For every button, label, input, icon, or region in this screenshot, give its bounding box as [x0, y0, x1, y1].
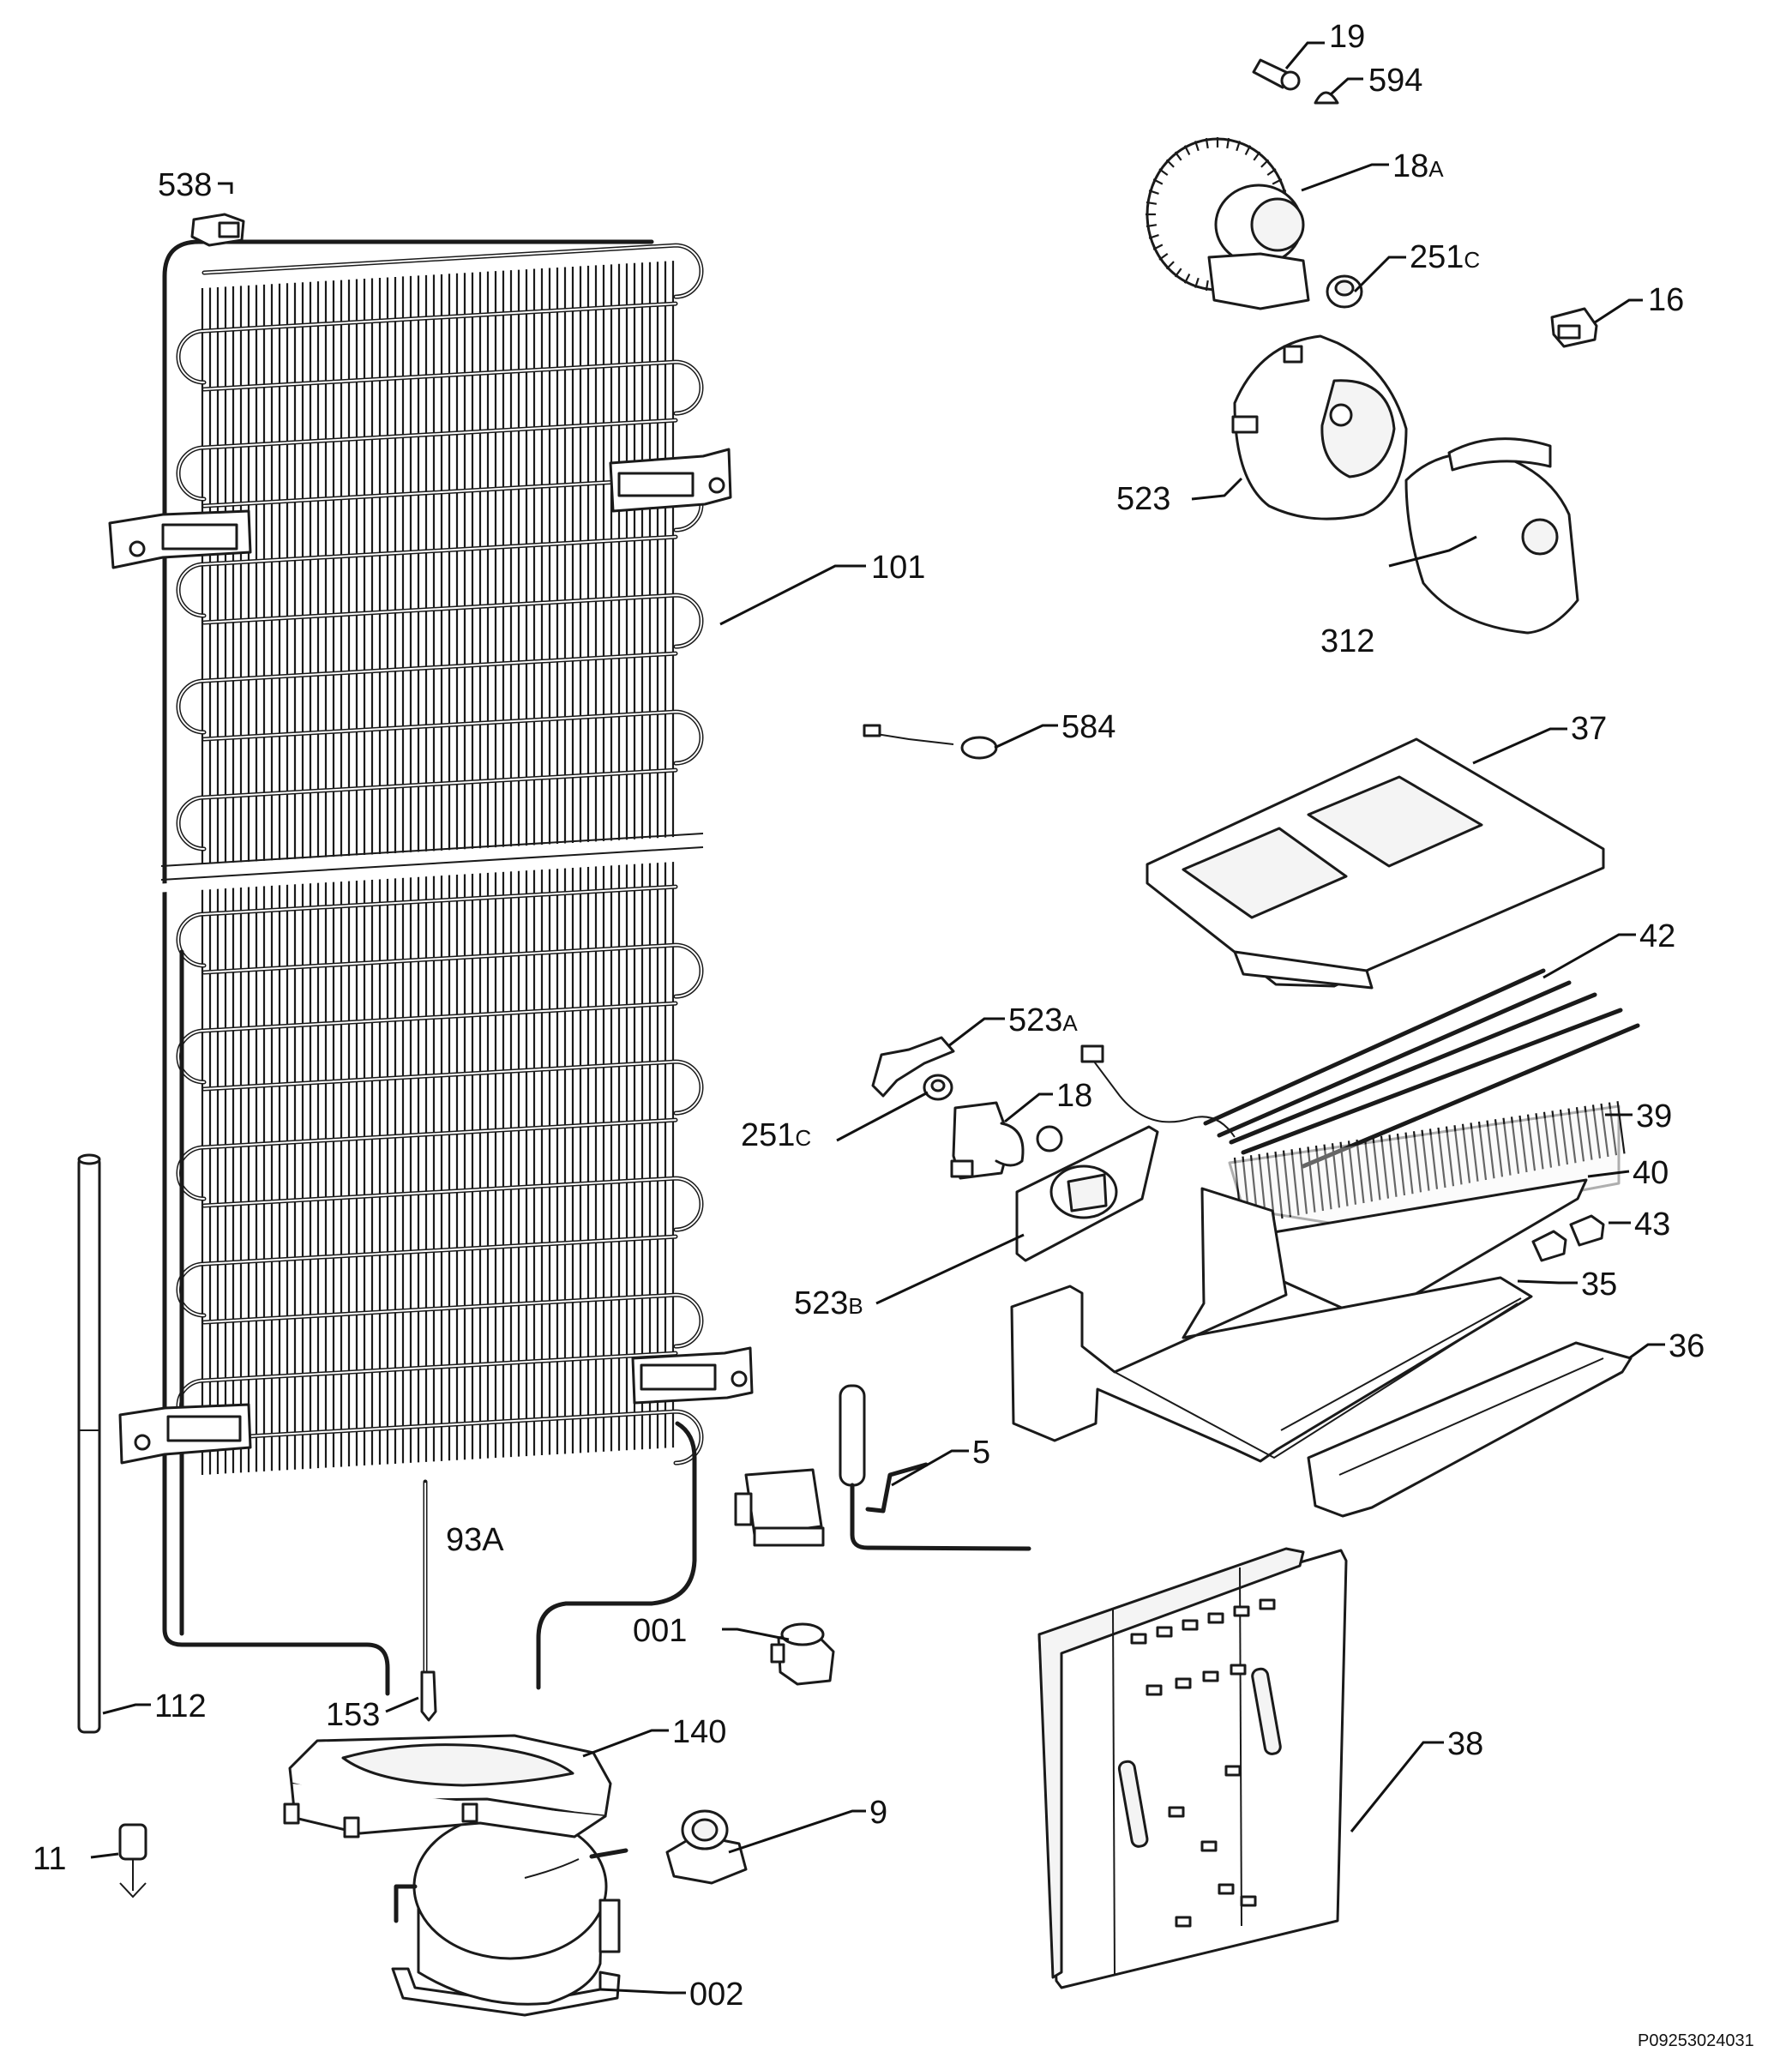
callout-93a: 93A	[446, 1522, 504, 1558]
callout-538: 538	[158, 167, 212, 203]
callout-140: 140	[672, 1714, 726, 1750]
reference-code: P09253024031	[1638, 2031, 1754, 2050]
part-9-starter	[665, 1809, 748, 1885]
callout-38: 38	[1447, 1726, 1483, 1762]
callout-251c-top: 251C	[1410, 239, 1480, 275]
panel-38	[1037, 1547, 1348, 1989]
callout-523: 523	[1116, 481, 1170, 517]
callout-40: 40	[1633, 1155, 1669, 1191]
part-36-channel	[1307, 1341, 1633, 1518]
callout-37: 37	[1571, 711, 1607, 747]
evaporator-cover-37	[1146, 737, 1605, 990]
callout-251c-mid: 251C	[741, 1117, 811, 1153]
leader-lines	[90, 41, 1665, 1995]
part-594-grommet	[1314, 91, 1339, 105]
callout-594: 594	[1368, 63, 1422, 99]
callout-11: 11	[33, 1841, 66, 1877]
part-19-pin	[1252, 58, 1301, 91]
fan-motor-18	[950, 1101, 1063, 1180]
callout-9: 9	[869, 1795, 887, 1831]
part-251c-mid-grommet	[923, 1074, 953, 1101]
callout-labels: 19 594 18A 251C 16 538 523 101 312 584 3…	[33, 19, 1754, 2050]
compressor-tray	[283, 1734, 612, 1838]
part-11-foot	[118, 1823, 147, 1899]
callout-312: 312	[1320, 623, 1374, 659]
callout-523a: 523A	[1008, 1002, 1078, 1038]
fan-cover-312	[1404, 437, 1579, 635]
condenser-bracket-bottom-right	[631, 1346, 754, 1405]
condenser-coil	[108, 239, 754, 1696]
callout-584: 584	[1061, 709, 1115, 745]
heater-42	[1080, 968, 1640, 1169]
part-16-switch	[1550, 307, 1598, 348]
callout-42: 42	[1639, 918, 1675, 954]
condenser-bracket-top-left	[108, 509, 252, 569]
compressor	[391, 1813, 628, 2017]
callout-18: 18	[1056, 1078, 1092, 1114]
callout-153: 153	[326, 1697, 380, 1733]
fan-housing-523	[1231, 334, 1408, 521]
part-153-clip	[420, 1670, 437, 1722]
callout-19: 19	[1329, 19, 1365, 55]
part-001-thermostat	[770, 1622, 835, 1686]
callout-523b: 523B	[794, 1285, 863, 1321]
callout-39: 39	[1636, 1098, 1672, 1134]
condenser-bracket-top-right	[609, 448, 732, 513]
callout-16: 16	[1648, 282, 1684, 318]
condenser-bracket-bottom-left	[118, 1403, 252, 1465]
part-251c-top-grommet	[1326, 274, 1363, 309]
callout-43: 43	[1634, 1207, 1670, 1243]
callout-101: 101	[871, 550, 925, 586]
callout-35: 35	[1581, 1267, 1617, 1303]
bracket-523a	[871, 1036, 955, 1098]
part-584-sensor	[863, 724, 998, 760]
callout-5: 5	[972, 1435, 990, 1471]
fan-motor-18a	[1146, 137, 1310, 310]
callout-001: 001	[633, 1613, 687, 1649]
plate-523b	[1015, 1125, 1159, 1262]
part-43-clips	[1531, 1214, 1605, 1262]
drain-pipe-112	[77, 1153, 101, 1734]
callout-112: 112	[154, 1688, 207, 1724]
drain-pan-35	[1010, 1187, 1533, 1463]
callout-36: 36	[1669, 1328, 1705, 1364]
callout-18a: 18A	[1392, 148, 1444, 184]
part-538-clip	[190, 213, 245, 247]
callout-002: 002	[689, 1977, 743, 2013]
part-5-valve	[734, 1384, 1031, 1551]
